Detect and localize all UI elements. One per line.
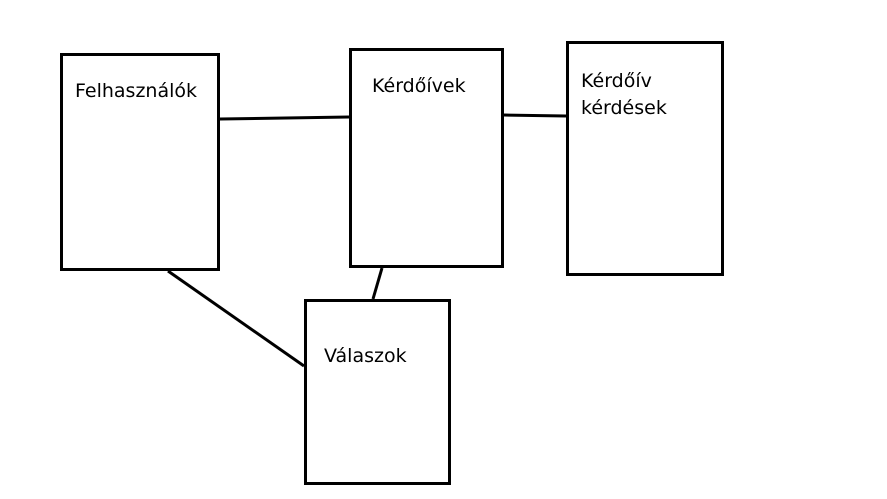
entity-label-line-1: Kérdőív (581, 70, 652, 92)
entity-label-valaszok: Válaszok (324, 345, 407, 367)
entity-valaszok: Válaszok (304, 299, 451, 485)
entity-kerdoivek: Kérdőívek (349, 48, 504, 268)
connector-felhasznalok-kerdoivek (219, 115, 350, 121)
entity-label-kerdoivek: Kérdőívek (372, 75, 466, 97)
entity-kerdoiv-kerdesek: Kérdőív kérdések (566, 41, 724, 276)
entity-label-line-2: kérdések (581, 97, 667, 119)
connector-felhasznalok-valaszok (167, 269, 305, 368)
entity-label-kerdoiv-kerdesek: Kérdőív kérdések (581, 68, 667, 122)
entity-label-felhasznalok: Felhasználók (75, 80, 198, 102)
entity-felhasznalok: Felhasználók (60, 53, 220, 271)
connector-kerdoivek-valaszok (371, 267, 384, 300)
connector-kerdoivek-kerdesek (503, 113, 567, 118)
